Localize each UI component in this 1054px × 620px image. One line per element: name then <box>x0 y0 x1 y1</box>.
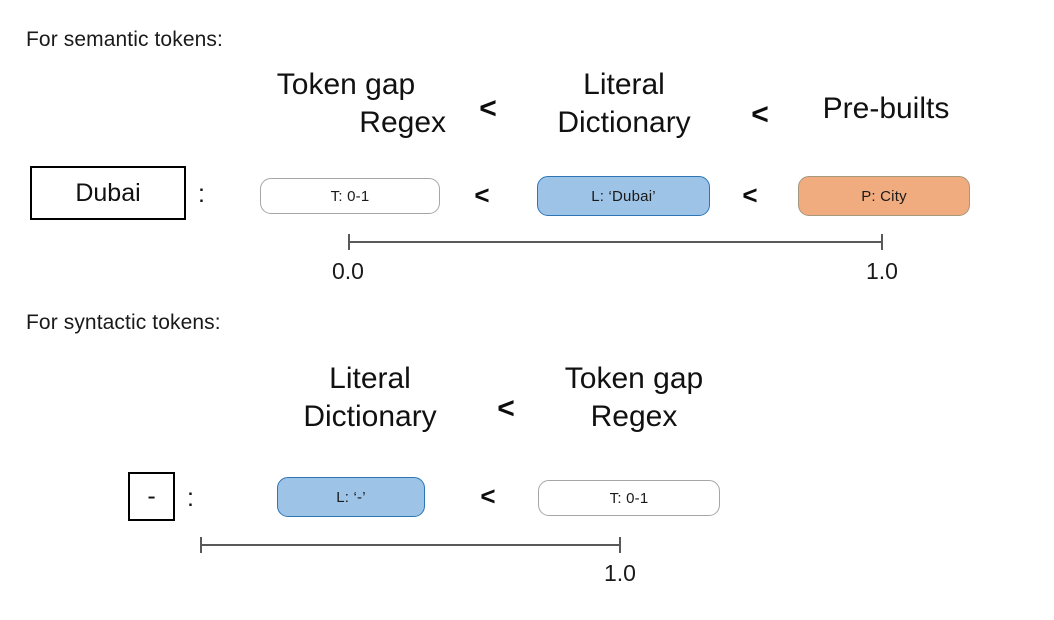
pill-prebuilt-semantic[interactable]: P: City <box>798 176 970 216</box>
axis-line <box>348 241 883 243</box>
token-box-label: Dubai <box>75 178 141 207</box>
semantic-section-caption: For semantic tokens: <box>26 28 223 51</box>
header-line-2: Regex <box>359 106 446 139</box>
header-literal-dictionary-semantic: Literal Dictionary <box>518 66 730 142</box>
pill-label: L: ‘Dubai’ <box>591 187 656 205</box>
axis-label-0: 0.0 <box>332 258 364 284</box>
pill-token-gap-syntactic[interactable]: T: 0-1 <box>538 480 720 516</box>
operator-lt-syntactic-header-1: < <box>497 392 515 425</box>
pill-label: P: City <box>861 187 907 205</box>
token-separator-semantic: : <box>198 180 205 208</box>
header-line-1: Literal <box>329 362 411 395</box>
header-literal-dictionary-syntactic: Literal Dictionary <box>264 360 476 436</box>
axis-label-1: 1.0 <box>866 258 898 284</box>
header-line-1: Token gap <box>564 362 704 395</box>
header-line-1: Pre-builts <box>822 92 950 125</box>
axis-tick-right <box>881 234 883 250</box>
pill-label: T: 0-1 <box>330 187 370 205</box>
axis-tick-right <box>619 537 621 553</box>
header-line-1: Literal <box>583 68 665 101</box>
token-box-dubai: Dubai <box>30 166 186 220</box>
header-pre-builts-semantic: Pre-builts <box>786 90 986 128</box>
token-box-label: - <box>147 482 156 510</box>
pill-token-gap-semantic[interactable]: T: 0-1 <box>260 178 440 214</box>
operator-lt-semantic-row-2: < <box>742 180 758 210</box>
syntactic-section-caption: For syntactic tokens: <box>26 311 221 334</box>
header-line-2: Dictionary <box>557 106 691 139</box>
axis-line <box>200 544 621 546</box>
pill-literal-semantic[interactable]: L: ‘Dubai’ <box>537 176 710 216</box>
header-line-2: Regex <box>590 400 678 433</box>
operator-lt-semantic-row-1: < <box>474 180 490 210</box>
operator-lt-syntactic-row-1: < <box>480 481 496 511</box>
operator-lt-semantic-header-2: < <box>751 98 769 131</box>
token-separator-syntactic: : <box>187 484 194 512</box>
axis-tick-left <box>200 537 202 553</box>
token-box-hyphen: - <box>128 472 175 521</box>
header-line-2: Dictionary <box>303 400 437 433</box>
pill-label: L: ‘-’ <box>336 488 366 506</box>
axis-tick-left <box>348 234 350 250</box>
operator-lt-semantic-header-1: < <box>479 92 497 125</box>
pill-literal-syntactic[interactable]: L: ‘-’ <box>277 477 425 517</box>
header-token-gap-regex-semantic: Token gap Regex <box>246 66 446 142</box>
header-token-gap-regex-syntactic: Token gap Regex <box>534 360 734 436</box>
pill-label: T: 0-1 <box>609 489 649 507</box>
axis-label-1: 1.0 <box>604 560 636 586</box>
header-line-1: Token gap <box>276 68 416 101</box>
